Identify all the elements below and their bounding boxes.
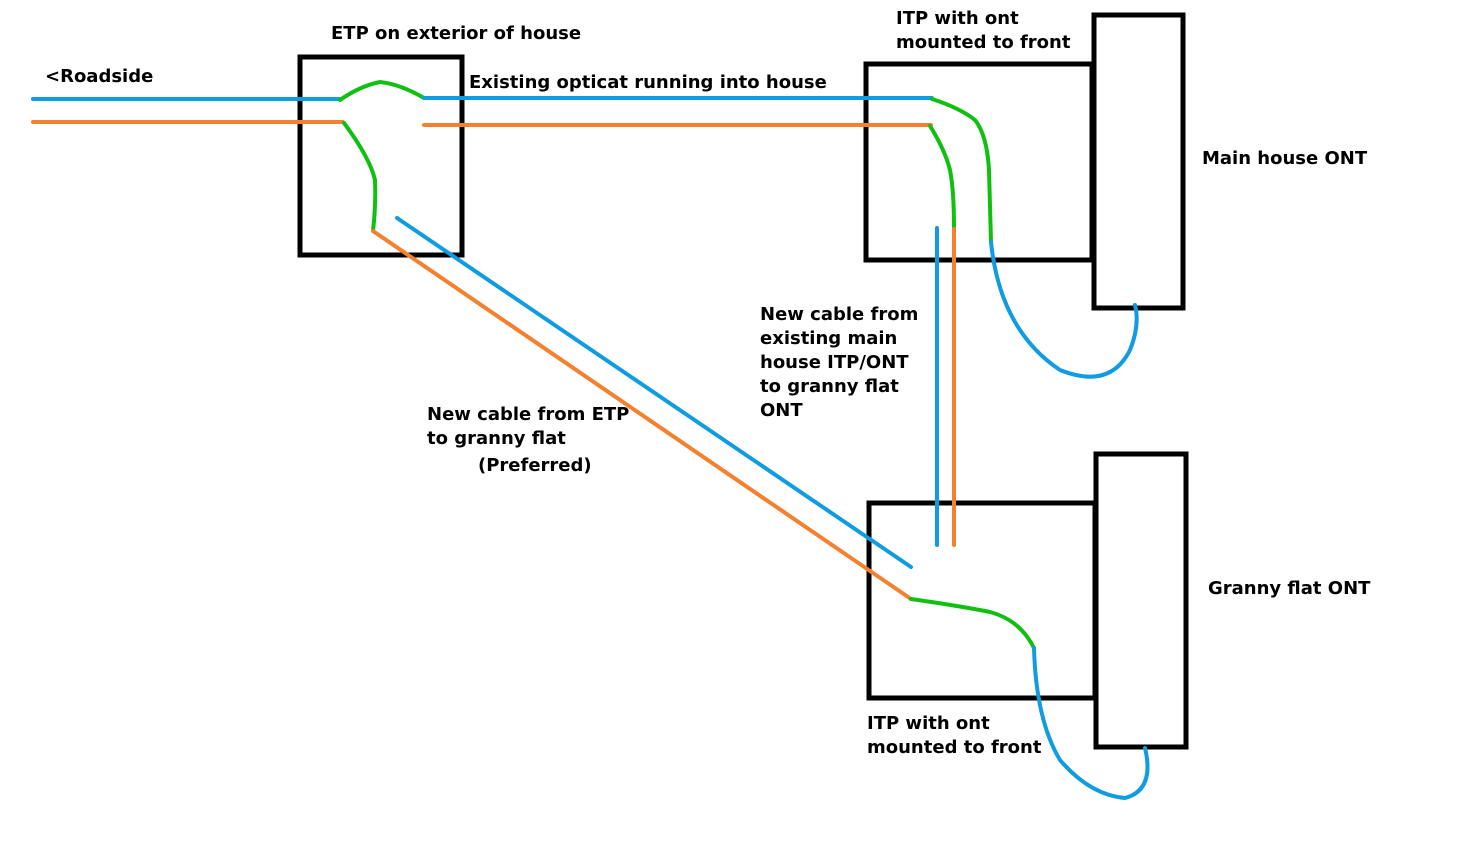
etp-orange-splice [342,121,378,233]
granny-itp-label-line1: ITP with ont [867,713,990,734]
granny-itp-label-line2: mounted to front [867,737,1042,758]
granny-itp-splice [909,597,1036,650]
itp-route-label-line2: existing main [760,328,897,349]
etp-box [297,54,465,258]
itp-route-label-line5: ONT [760,400,803,421]
granny-ont-box [1093,451,1189,750]
main-itp-label-line2: mounted to front [896,32,1071,53]
granny-ont-patch-cord [1032,646,1150,800]
granny-itp-box [866,500,1098,701]
main-itp-label-line1: ITP with ont [896,8,1019,29]
main-itp-blue-splice [930,97,993,244]
itp-route-label-line3: house ITP/ONT [760,352,909,373]
etp-route-label-line3: (Preferred) [478,455,592,476]
etp-route-orange-fiber [371,229,913,601]
main-ont-box [1091,12,1186,311]
etp-route-label-line2: to granny flat [427,428,566,449]
itp-route-label-line1: New cable from [760,304,918,325]
etp-blue-splice [338,80,426,102]
main-ont-patch-cord [989,240,1139,379]
main-itp-box [863,61,1095,263]
itp-route-label-line4: to granny flat [760,376,899,397]
main-ont-label: Main house ONT [1202,148,1368,169]
etp-route-label-line1: New cable from ETP [427,404,629,425]
granny-ont-label: Granny flat ONT [1208,578,1371,599]
etp-route-blue-fiber [395,216,913,569]
existing-cable-label: Existing opticat running into house [469,72,827,93]
main-itp-orange-splice [928,124,956,231]
etp-label: ETP on exterior of house [331,23,581,44]
roadside-label: <Roadside [45,66,153,87]
